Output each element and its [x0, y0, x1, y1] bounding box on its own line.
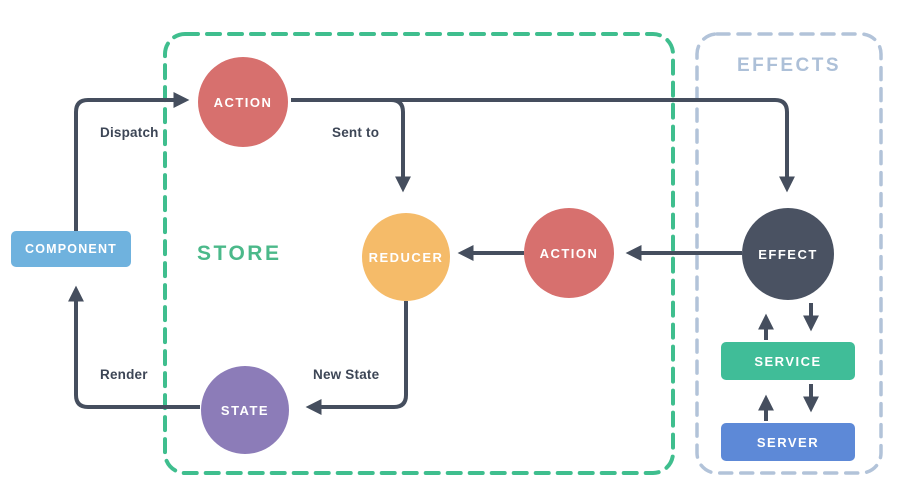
- state-node: STATE: [201, 366, 289, 454]
- store-container-border: [163, 32, 675, 475]
- effect-node: EFFECT: [742, 208, 834, 300]
- arrow-component-to-action: [74, 92, 190, 231]
- effects-container-border: [695, 32, 883, 475]
- arrow-action-to-effect: [291, 98, 795, 193]
- store-container-label: STORE: [197, 242, 282, 265]
- dispatch-edge-label: Dispatch: [100, 125, 159, 140]
- arrow-reducer-to-state: [305, 301, 408, 415]
- service-node: SERVICE: [721, 342, 855, 380]
- arrow-state-to-component: [68, 285, 200, 409]
- action-node-top: ACTION: [198, 57, 288, 147]
- reducer-node: REDUCER: [362, 213, 450, 301]
- action-node-middle: ACTION: [524, 208, 614, 298]
- server-node: SERVER: [721, 423, 855, 461]
- effects-container-label: EFFECTS: [736, 55, 842, 76]
- render-edge-label: Render: [100, 367, 148, 382]
- new-state-edge-label: New State: [313, 367, 380, 382]
- arrow-action-to-reducer: [390, 98, 411, 193]
- sent-to-edge-label: Sent to: [332, 125, 380, 140]
- component-node: COMPONENT: [11, 231, 131, 267]
